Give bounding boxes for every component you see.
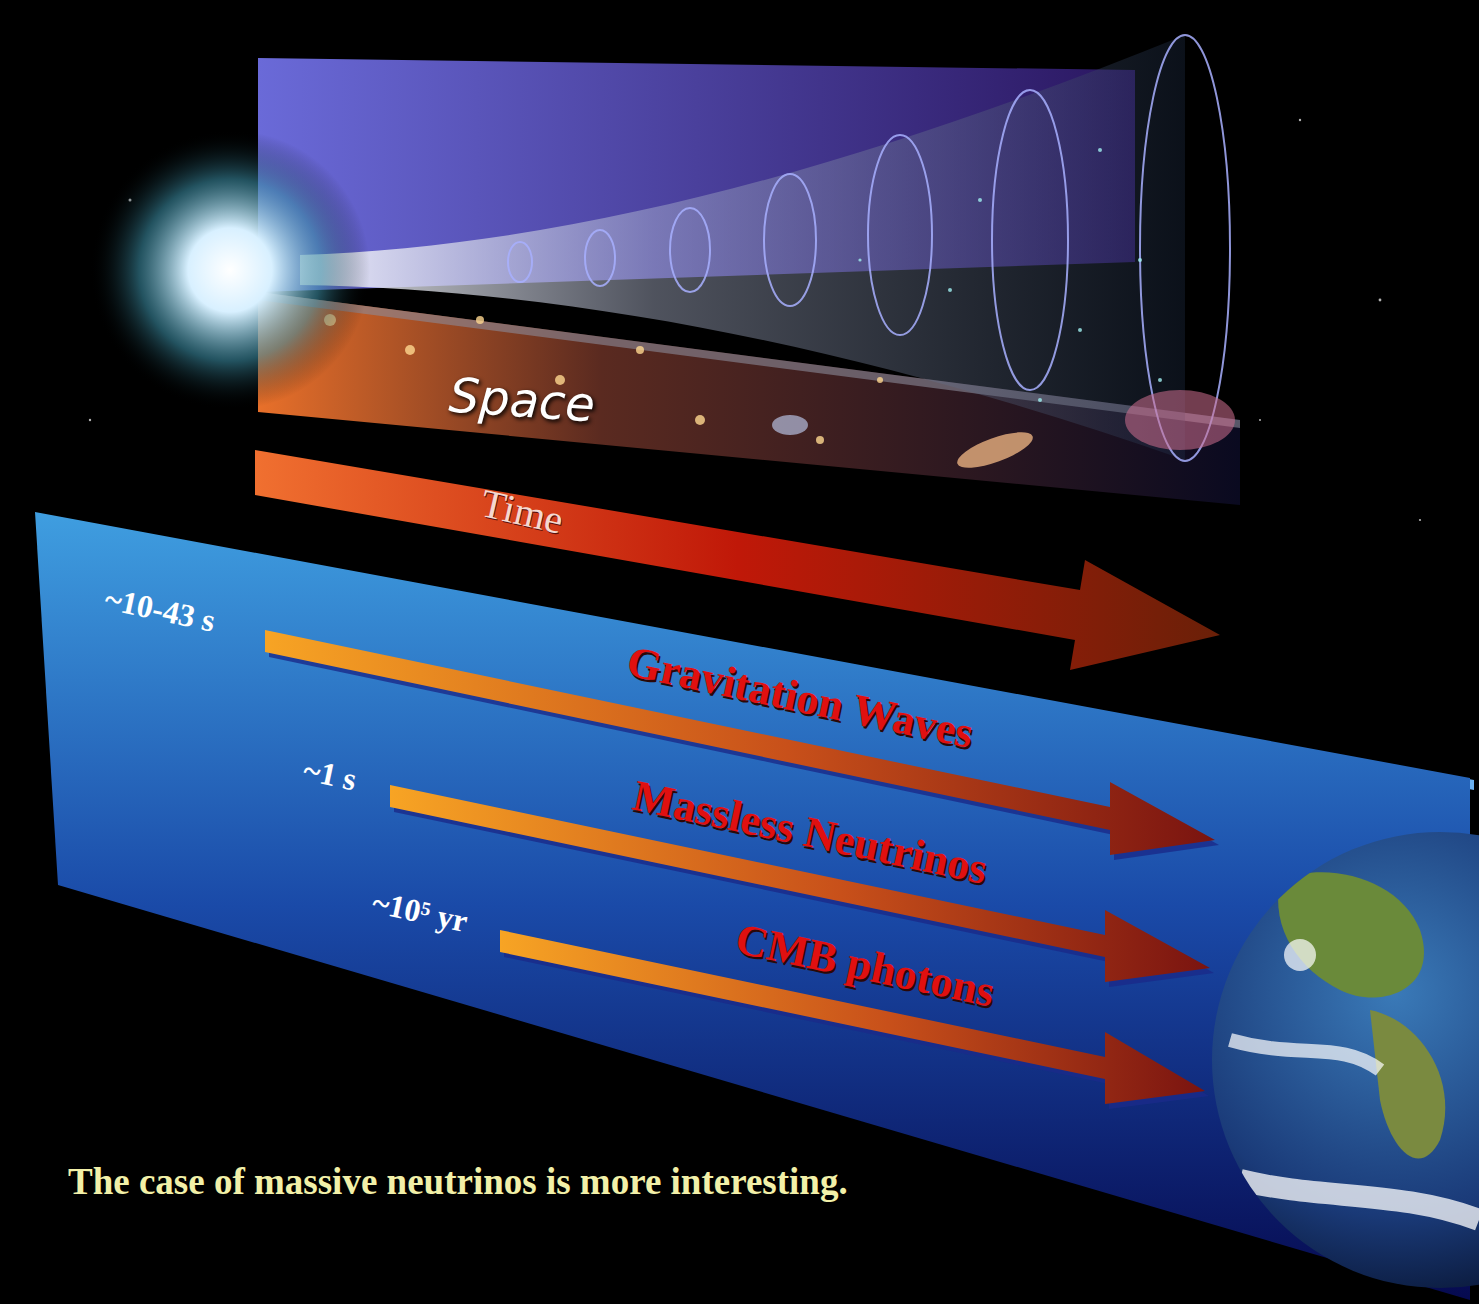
caption: The case of massive neutrinos is more in…	[68, 1158, 848, 1206]
time-label: ~1 s	[300, 752, 359, 797]
messenger-label: Massless Neutrinos	[629, 772, 992, 894]
axis-label: Time	[477, 481, 568, 543]
axis-label: Space	[447, 369, 597, 432]
time-label: ~10-43 s	[102, 581, 219, 639]
messenger-label: CMB photons	[731, 915, 998, 1017]
messenger-label: Gravitation Waves	[623, 638, 978, 759]
time-label: ~10⁵ yr	[369, 885, 471, 939]
